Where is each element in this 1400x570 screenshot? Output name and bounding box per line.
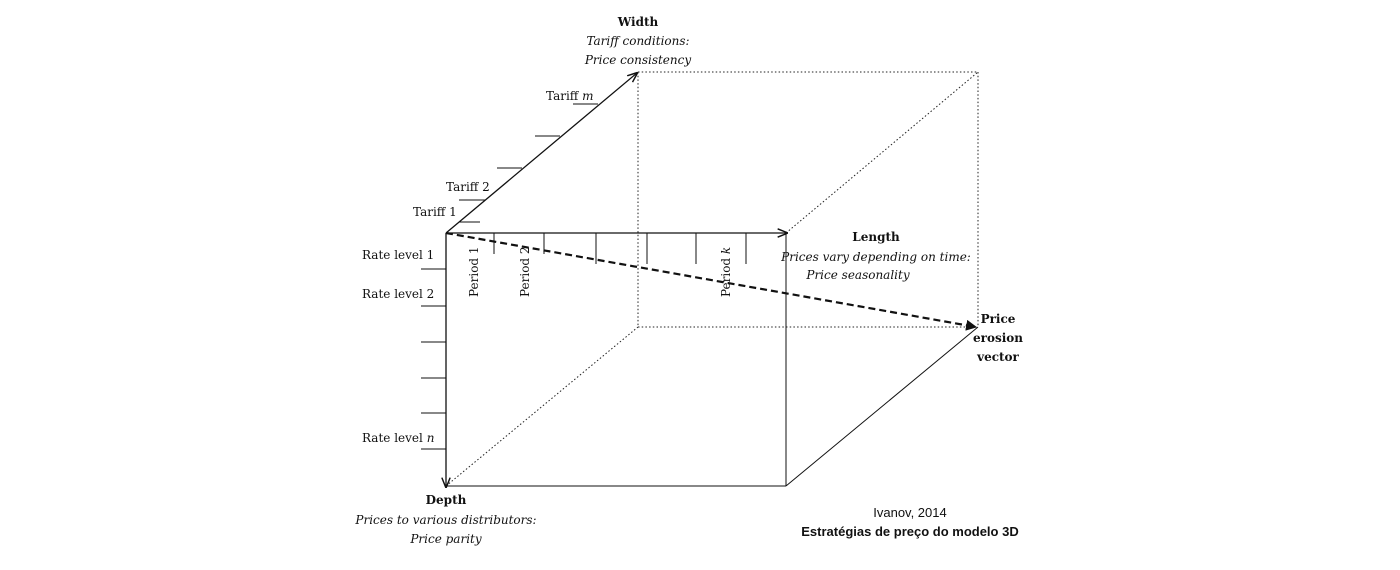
tariff-labels: Tariff m Tariff 2 Tariff 1 <box>413 89 594 219</box>
rate-level-last-label: Rate level n <box>362 431 434 445</box>
length-subtitle-2: Price seasonality <box>805 268 909 282</box>
length-subtitle-1: Prices vary depending on time: <box>780 250 971 264</box>
credit-author: Ivanov, 2014 <box>873 505 946 520</box>
tariff-ticks <box>459 103 598 223</box>
length-title: Length <box>852 230 900 244</box>
tariff-2-label: Tariff 2 <box>446 180 490 194</box>
width-title: Width <box>617 15 659 29</box>
period-1-label: Period 1 <box>467 246 481 297</box>
width-label-group: Width Tariff conditions: Price consisten… <box>584 15 691 67</box>
period-labels: Period 1 Period 2 Period k <box>467 246 733 297</box>
depth-subtitle-2: Price parity <box>409 532 482 546</box>
cube-solid-edges <box>446 233 979 487</box>
credit-caption: Estratégias de preço do modelo 3D <box>801 524 1018 539</box>
bottom-right-diagonal <box>785 326 979 487</box>
price-erosion-vector <box>445 231 978 331</box>
tariff-last-label: Tariff m <box>546 89 594 103</box>
vector-label-1: Price <box>981 312 1016 326</box>
bottom-left-diagonal <box>445 326 639 487</box>
length-label-group: Length Prices vary depending on time: Pr… <box>780 230 971 282</box>
rate-level-2-label: Rate level 2 <box>362 287 434 301</box>
depth-title: Depth <box>426 493 467 507</box>
rate-level-labels: Rate level 1 Rate level 2 Rate level n <box>362 248 434 445</box>
width-subtitle-1: Tariff conditions: <box>586 34 689 48</box>
period-2-label: Period 2 <box>518 246 532 297</box>
vector-label-2: erosion <box>973 331 1023 345</box>
axes <box>446 73 787 487</box>
rate-level-1-label: Rate level 1 <box>362 248 434 262</box>
width-subtitle-2: Price consistency <box>584 53 691 67</box>
vector-label-3: vector <box>976 350 1019 364</box>
depth-label-group: Depth Prices to various distributors: Pr… <box>354 493 536 546</box>
period-last-label: Period k <box>719 247 733 297</box>
top-right-diagonal <box>785 71 979 234</box>
depth-subtitle-1: Prices to various distributors: <box>354 513 536 527</box>
vector-label-group: Price erosion vector <box>973 312 1023 364</box>
cube-dotted-edges <box>445 71 979 487</box>
rate-level-ticks <box>421 268 446 450</box>
credit-group: Ivanov, 2014 Estratégias de preço do mod… <box>801 505 1018 539</box>
width-axis <box>445 73 637 234</box>
tariff-1-label: Tariff 1 <box>413 205 457 219</box>
